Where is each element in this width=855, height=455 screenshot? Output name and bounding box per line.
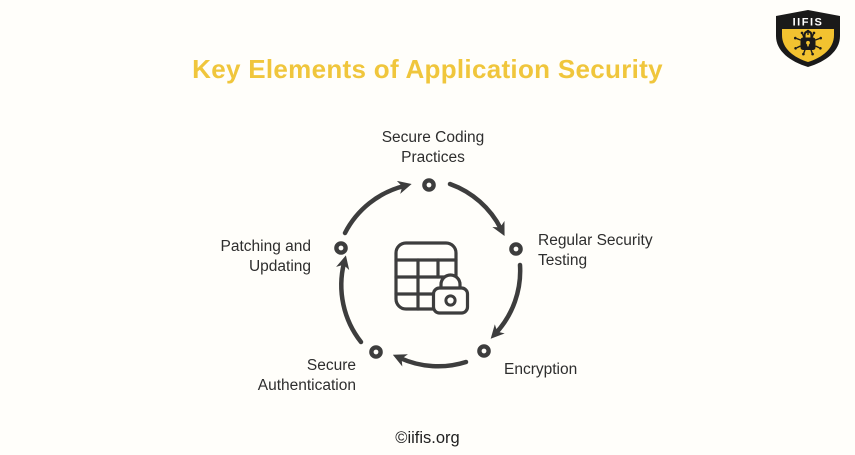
label-patching-and-updating: Patching and Updating (220, 238, 312, 275)
cycle-node-bottom-right (477, 344, 491, 358)
iifis-logo: IIFIS (776, 10, 840, 67)
cycle-arrows (336, 180, 523, 369)
cycle-nodes (334, 178, 523, 359)
padlock-icon (431, 273, 470, 315)
label-secure-authentication: Secure Authentication (257, 357, 356, 394)
label-regular-security-testing: Regular Security Testing (538, 232, 653, 269)
arrow-left-to-top (342, 180, 412, 236)
cycle-node-right (509, 242, 523, 256)
footer-credit: ©iifis.org (395, 429, 460, 447)
arrow-bottomright-to-bottomleft (392, 354, 469, 369)
cycle-node-left (334, 241, 348, 255)
arrow-right-to-bottomright (490, 262, 523, 339)
lock-circuit-icon (794, 29, 822, 56)
table-with-padlock-icon (394, 241, 470, 315)
cycle-node-bottom-left (369, 345, 383, 359)
arrow-bottomleft-to-left (336, 255, 364, 345)
page-title: Key Elements of Application Security (192, 54, 663, 84)
arrow-top-to-right (447, 181, 505, 237)
logo-brand-text: IIFIS (793, 17, 824, 29)
cycle-node-top (422, 178, 436, 192)
label-encryption: Encryption (504, 361, 578, 378)
label-secure-coding-practices: Secure Coding Practices (381, 129, 485, 166)
